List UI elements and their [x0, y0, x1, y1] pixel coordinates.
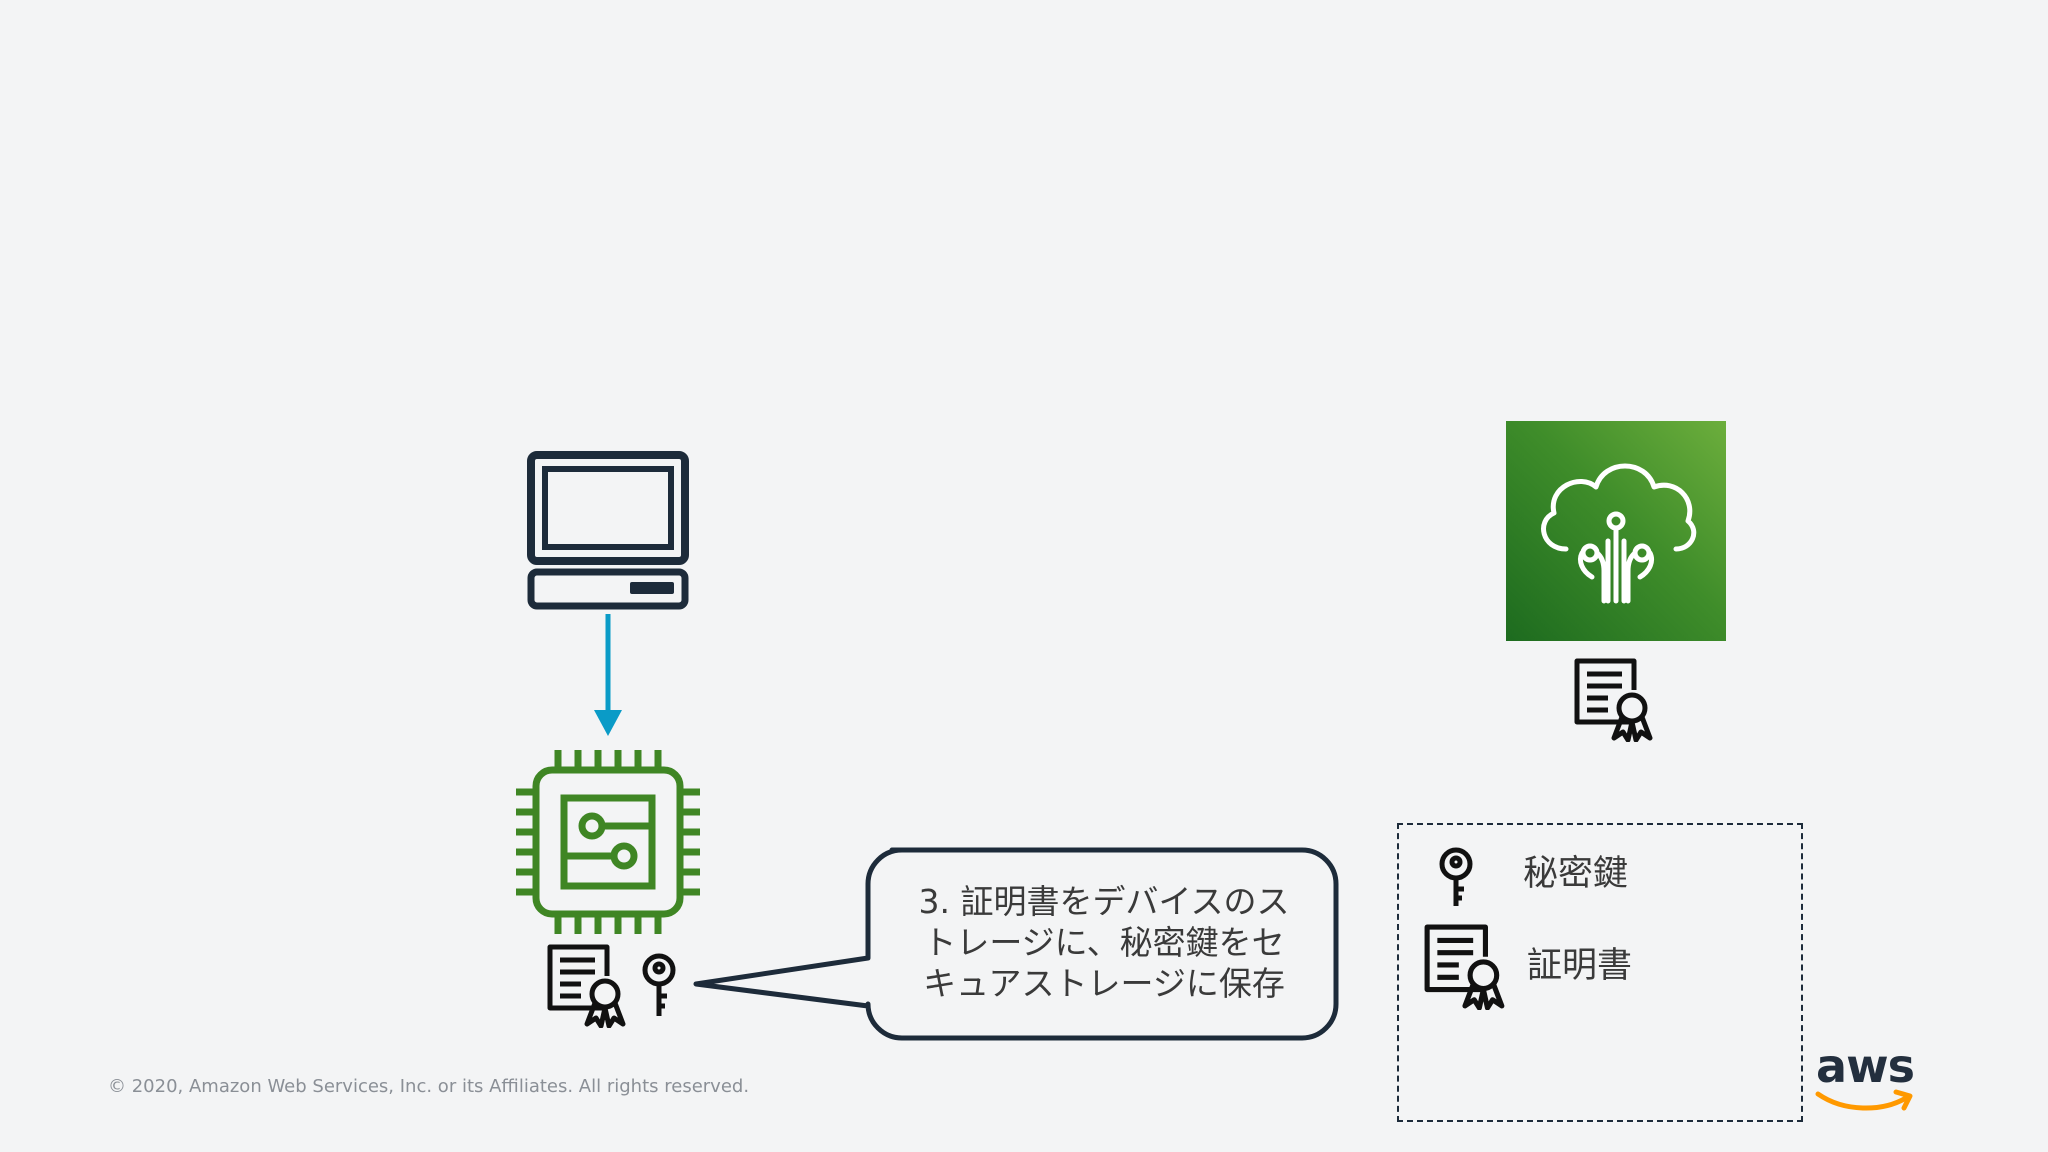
certificate-icon [1574, 658, 1653, 742]
arrow-down-icon [594, 614, 622, 736]
aws-smile-icon [1815, 1089, 1913, 1111]
aws-logo: aws [1810, 1040, 1920, 1116]
legend-box [1397, 823, 1803, 1122]
iot-core-icon [1506, 421, 1726, 641]
laptop-icon [527, 451, 689, 610]
aws-logo-text: aws [1816, 1039, 1915, 1093]
speech-callout [693, 847, 1339, 1041]
chip-icon [516, 750, 700, 934]
certificate-icon [1424, 924, 1505, 1010]
key-icon [1439, 847, 1473, 906]
copyright-text: © 2020, Amazon Web Services, Inc. or its… [108, 1076, 750, 1097]
legend-certificate-label: 証明書 [1527, 946, 1633, 986]
callout-text: 3. 証明書をデバイスのス トレージに、秘密鍵をセ キュアストレージに保存 [918, 881, 1290, 1003]
certificate-icon [547, 944, 626, 1028]
legend-private-key-label: 秘密鍵 [1523, 854, 1629, 894]
key-icon [642, 953, 676, 1016]
